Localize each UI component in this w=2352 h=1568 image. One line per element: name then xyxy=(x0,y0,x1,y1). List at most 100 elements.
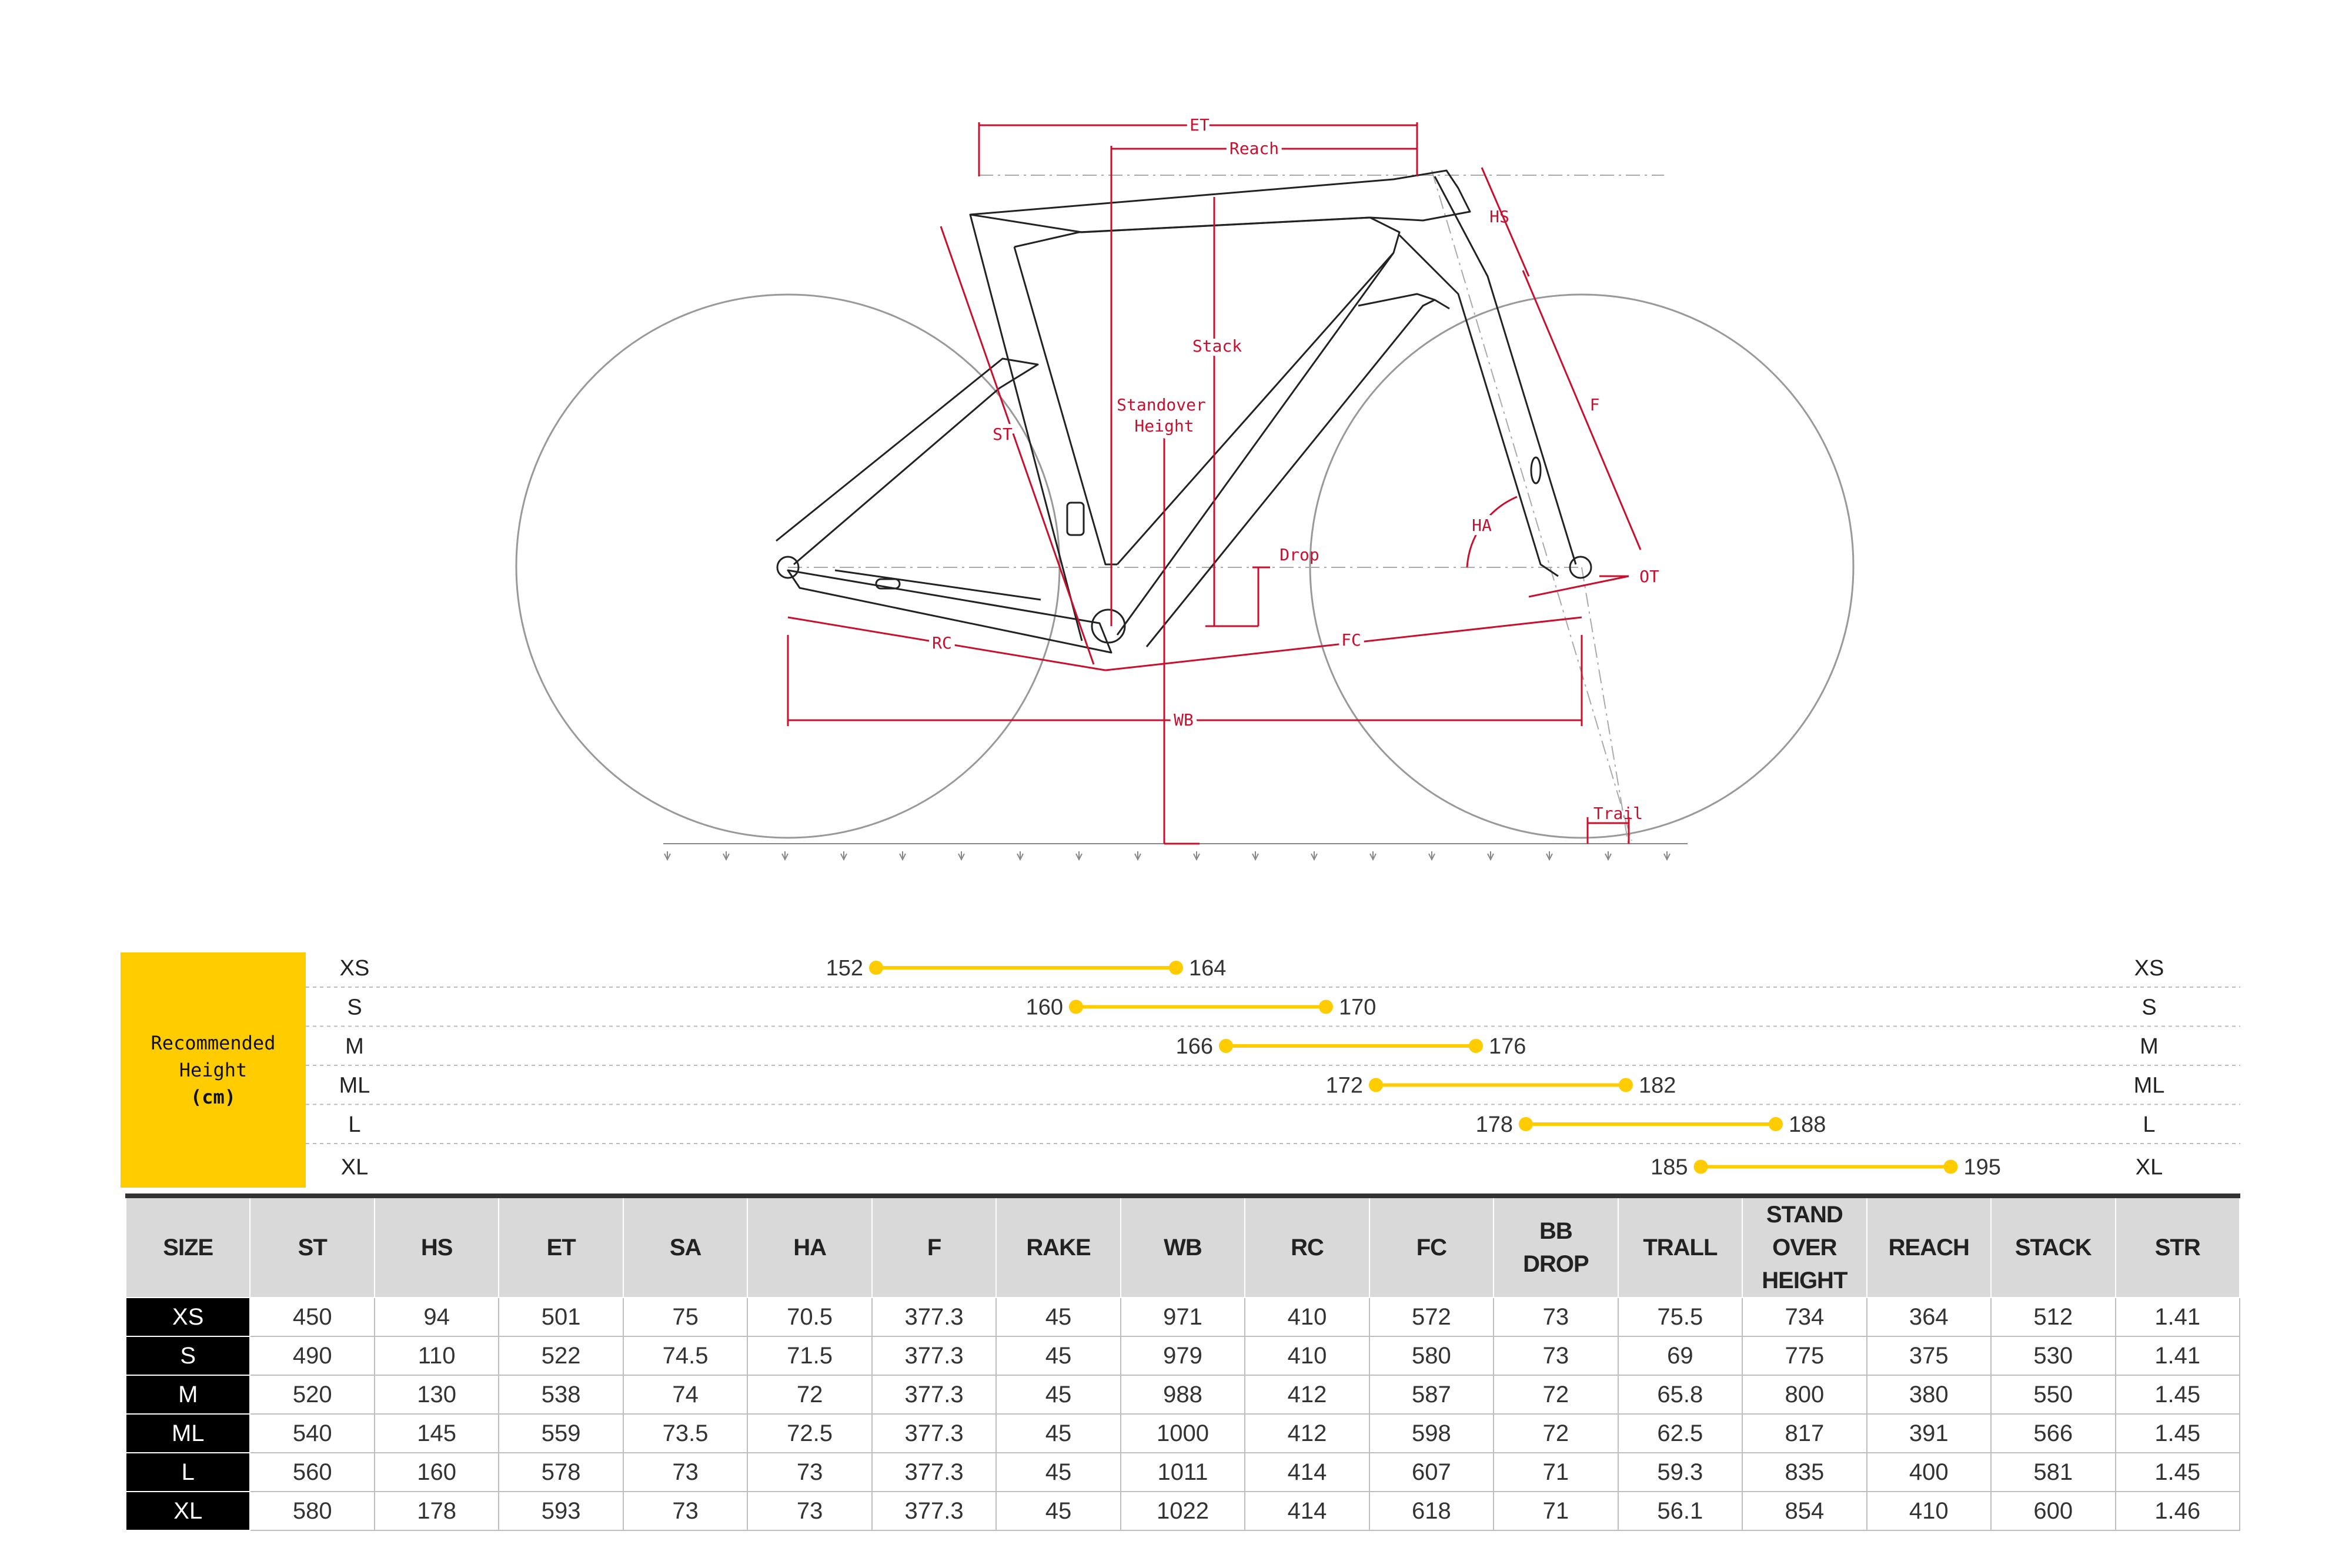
column-header: WB xyxy=(1120,1195,1246,1298)
column-header: RAKE xyxy=(995,1195,1121,1298)
table-cell: 1011 xyxy=(1120,1452,1246,1492)
table-cell: 581 xyxy=(1990,1452,2116,1492)
table-cell: 775 xyxy=(1742,1336,1867,1376)
table-cell: 62.5 xyxy=(1617,1413,1743,1453)
rec-size-label-left: L xyxy=(348,1112,360,1137)
table-cell: 587 xyxy=(1368,1375,1495,1415)
table-cell: 73 xyxy=(622,1452,749,1492)
table-cell: 800 xyxy=(1742,1375,1867,1415)
label-ha: HA xyxy=(1472,516,1492,535)
label-f: F xyxy=(1590,395,1600,414)
table-cell: 178 xyxy=(373,1491,500,1531)
rec-range-min-dot xyxy=(1369,1078,1383,1092)
label-hs: HS xyxy=(1489,207,1509,226)
column-header: SA xyxy=(622,1195,749,1298)
table-cell: 550 xyxy=(1990,1375,2116,1415)
ground-tick xyxy=(1134,851,1141,861)
table-cell: 145 xyxy=(373,1413,500,1453)
size-cell: XS xyxy=(125,1297,251,1337)
table-cell: 538 xyxy=(498,1375,624,1415)
rec-size-label-left: M xyxy=(345,1034,364,1059)
table-cell: 450 xyxy=(249,1297,375,1337)
recommended-height-box: Recommended Height (cm) xyxy=(121,952,306,1188)
table-cell: 600 xyxy=(1990,1491,2116,1531)
label-ot: OT xyxy=(1639,567,1659,586)
rec-size-label-right: XS xyxy=(2134,956,2164,981)
rec-range-min-dot xyxy=(1219,1039,1233,1053)
table-cell: 522 xyxy=(498,1336,624,1376)
table-cell: 375 xyxy=(1866,1336,1992,1376)
table-cell: 1.45 xyxy=(2114,1375,2240,1415)
dimension-lines xyxy=(787,122,1642,845)
rec-range-max-dot xyxy=(1469,1039,1483,1053)
table-cell: 520 xyxy=(249,1375,375,1415)
table-cell: 73 xyxy=(1493,1336,1619,1376)
size-cell: L xyxy=(125,1452,251,1492)
table-cell: 410 xyxy=(1866,1491,1992,1531)
rec-range-min-label: 160 xyxy=(1026,995,1063,1020)
table-cell: 412 xyxy=(1244,1413,1370,1453)
table-cell: 71 xyxy=(1493,1452,1619,1492)
column-header: FC xyxy=(1368,1195,1495,1298)
recommended-height-unit: (cm) xyxy=(190,1086,236,1108)
table-cell: 45 xyxy=(995,1297,1121,1337)
table-cell: 364 xyxy=(1866,1297,1992,1337)
table-cell: 72 xyxy=(1493,1413,1619,1453)
table-cell: 45 xyxy=(995,1491,1121,1531)
bike-geometry-diagram: ET Reach HS Stack Standover Height ST F … xyxy=(515,115,1855,861)
table-cell: 854 xyxy=(1742,1491,1867,1531)
table-cell: 130 xyxy=(373,1375,500,1415)
table-cell: 73 xyxy=(747,1491,873,1531)
table-cell: 530 xyxy=(1990,1336,2116,1376)
table-cell: 1000 xyxy=(1120,1413,1246,1453)
label-rc: RC xyxy=(932,633,952,653)
ground-tick xyxy=(958,851,965,861)
recommended-height-title-2: Height xyxy=(179,1059,248,1081)
ground-tick xyxy=(1193,851,1200,861)
column-header: F xyxy=(871,1195,997,1298)
table-cell: 490 xyxy=(249,1336,375,1376)
table-cell: 72.5 xyxy=(747,1413,873,1453)
label-et: ET xyxy=(1190,115,1210,135)
label-reach: Reach xyxy=(1230,139,1279,158)
column-header: SIZE xyxy=(125,1195,251,1298)
table-cell: 414 xyxy=(1244,1452,1370,1492)
table-cell: 70.5 xyxy=(747,1297,873,1337)
table-cell: 400 xyxy=(1866,1452,1992,1492)
rec-range-min-label: 178 xyxy=(1476,1112,1513,1137)
table-cell: 501 xyxy=(498,1297,624,1337)
table-cell: 580 xyxy=(249,1491,375,1531)
table-cell: 410 xyxy=(1244,1336,1370,1376)
table-cell: 1.41 xyxy=(2114,1336,2240,1376)
table-cell: 817 xyxy=(1742,1413,1867,1453)
column-header: STR xyxy=(2114,1195,2240,1298)
table-cell: 988 xyxy=(1120,1375,1246,1415)
label-standover-1: Standover xyxy=(1117,395,1206,414)
table-cell: 377.3 xyxy=(871,1491,997,1531)
column-header: ST xyxy=(249,1195,375,1298)
rec-range-min-label: 166 xyxy=(1176,1034,1213,1059)
table-cell: 979 xyxy=(1120,1336,1246,1376)
rec-range-min-dot xyxy=(1693,1159,1708,1174)
size-cell: S xyxy=(125,1336,251,1376)
table-cell: 160 xyxy=(373,1452,500,1492)
table-cell: 73 xyxy=(747,1452,873,1492)
table-cell: 377.3 xyxy=(871,1297,997,1337)
rear-wheel xyxy=(515,293,1061,839)
label-trail: Trail xyxy=(1593,804,1643,823)
reference-lines xyxy=(788,170,1664,847)
label-st: ST xyxy=(993,424,1013,444)
table-cell: 1.45 xyxy=(2114,1413,2240,1453)
rec-size-label-right: XL xyxy=(2136,1155,2163,1180)
ground-tick xyxy=(1252,851,1259,861)
rec-range-max-dot xyxy=(1619,1078,1633,1092)
